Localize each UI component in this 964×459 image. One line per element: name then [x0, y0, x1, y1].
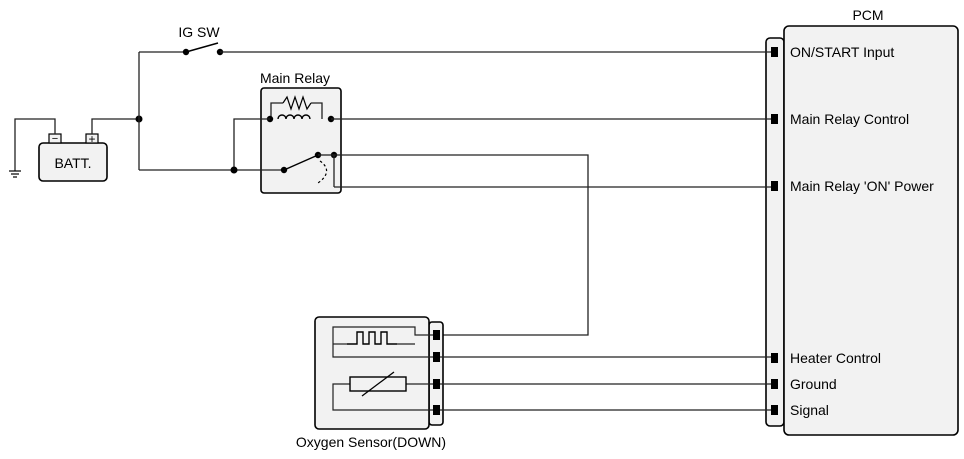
heater-power-wire	[334, 154, 589, 336]
pcm-pin-on-start	[771, 47, 778, 57]
battery-positive-wire	[91, 118, 139, 134]
main-relay-label: Main Relay	[260, 70, 330, 86]
sensor-element-icon	[332, 371, 437, 411]
o2-pin-heater-control	[433, 352, 440, 362]
relay-feed-junction-dot	[230, 166, 238, 174]
pcm-pin-ground	[771, 379, 778, 389]
pcm-pin-label-heater-control: Heater Control	[790, 350, 881, 366]
pcm-pin-main-relay-control	[771, 114, 778, 124]
relay-switch-blade-icon	[283, 154, 319, 171]
relay-coil-icon	[270, 95, 323, 120]
pcm-pin-label-main-relay-power: Main Relay 'ON' Power	[790, 178, 934, 194]
pcm-connector	[765, 37, 785, 427]
pcm-pin-heater-control	[771, 353, 778, 363]
o2-sensor-label: Oxygen Sensor(DOWN)	[296, 434, 446, 450]
heater-element-icon	[332, 326, 437, 358]
o2-pin-signal	[433, 405, 440, 415]
o2-pin-heater-power	[433, 330, 440, 340]
o2-pin-ground	[433, 379, 440, 389]
ig-sw-blade-icon	[185, 42, 219, 53]
pcm-pin-label-signal: Signal	[790, 402, 829, 418]
battery-minus-sign: −	[52, 133, 58, 145]
pcm-title: PCM	[852, 7, 883, 23]
pcm-pin-signal	[771, 405, 778, 415]
relay-coil-feed-wire	[233, 118, 270, 170]
pcm-pin-main-relay-power	[771, 181, 778, 191]
pcm-pin-label-on-start: ON/START Input	[790, 44, 894, 60]
pcm-pin-label-ground: Ground	[790, 376, 837, 392]
ig-sw-label: IG SW	[178, 24, 220, 40]
battery-ground-wire	[14, 118, 56, 171]
battery-box	[38, 142, 108, 182]
pcm-box	[783, 25, 959, 436]
main-relay-box	[260, 87, 342, 194]
battery-label: BATT.	[54, 155, 91, 171]
ground-icon	[9, 170, 21, 178]
o2-sensor-box	[314, 316, 430, 430]
pcm-pin-label-main-relay-control: Main Relay Control	[790, 111, 909, 127]
battery-plus-sign: +	[88, 132, 95, 146]
